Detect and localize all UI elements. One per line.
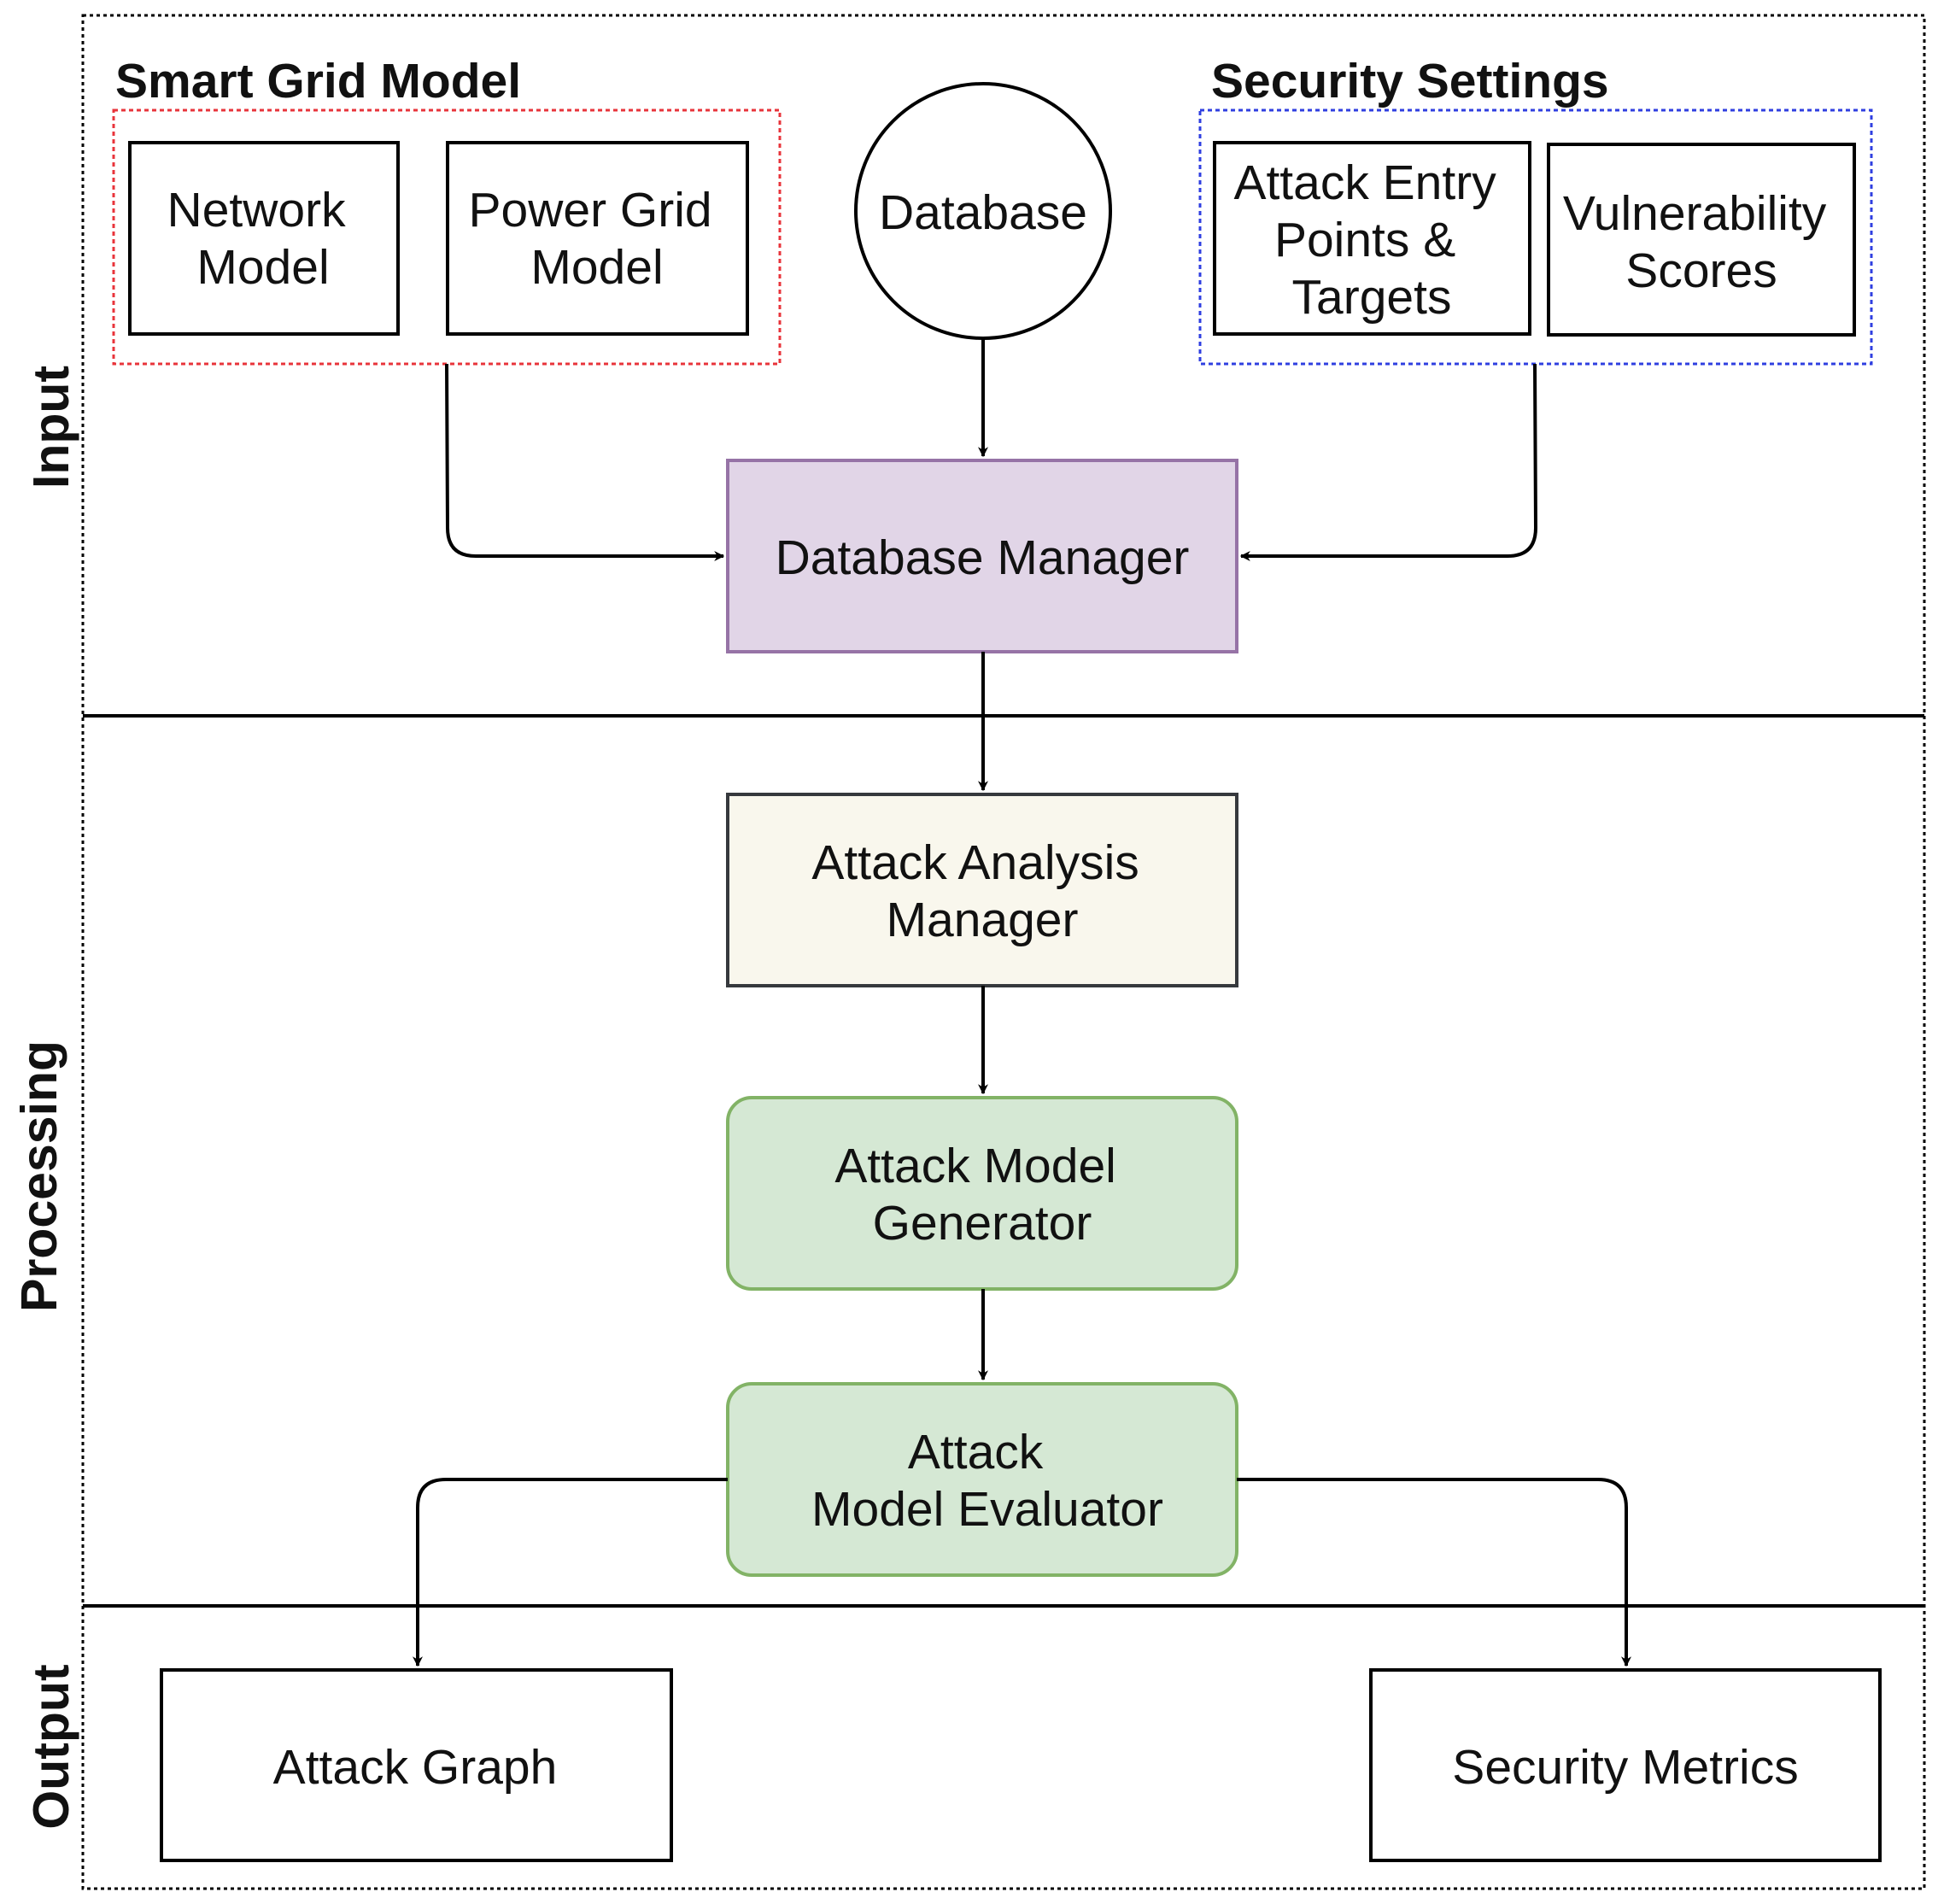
band-label-processing: Processing	[11, 1040, 67, 1312]
security-settings-title: Security Settings	[1211, 54, 1609, 108]
attack-model-generator-label: Attack Model Generator	[834, 1139, 1129, 1251]
arrow-security-to-manager	[1239, 363, 1538, 561]
arrow-evaluator-to-attack-graph	[413, 1478, 728, 1667]
outer-frame	[81, 14, 1926, 1890]
attack-model-generator-box	[726, 1096, 1238, 1291]
attack-entry-points-box	[1213, 141, 1531, 336]
attack-analysis-manager-label: Attack Analysis Manager	[811, 835, 1152, 947]
attack-graph-box	[160, 1668, 673, 1862]
band-label-output: Output	[23, 1664, 79, 1829]
network-model-box	[128, 141, 400, 336]
arrow-evaluator-to-security-metrics	[1237, 1478, 1631, 1667]
attack-entry-points-label: Attack Entry Points & Targets	[1233, 155, 1509, 325]
vulnerability-scores-box	[1547, 143, 1856, 337]
arrow-smart-grid-to-manager	[445, 363, 725, 561]
network-model-label: Network Model	[167, 183, 360, 295]
security-metrics-box	[1369, 1668, 1882, 1862]
attack-analysis-manager-box	[726, 793, 1238, 987]
power-grid-model-label: Power Grid Model	[469, 183, 726, 295]
attack-model-evaluator-box	[726, 1382, 1238, 1577]
band-label-input: Input	[23, 366, 79, 489]
power-grid-model-box	[446, 141, 749, 336]
database-manager-label: Database Manager	[776, 530, 1190, 585]
database-label: Database	[879, 185, 1087, 240]
database-manager-box	[726, 459, 1238, 653]
security-metrics-label: Security Metrics	[1452, 1740, 1798, 1795]
attack-model-evaluator-label: Attack Model Evaluator	[811, 1425, 1163, 1537]
smart-grid-model-title: Smart Grid Model	[115, 54, 521, 108]
attack-graph-label: Attack Graph	[273, 1740, 558, 1795]
vulnerability-scores-label: Vulnerability Scores	[1563, 186, 1840, 298]
